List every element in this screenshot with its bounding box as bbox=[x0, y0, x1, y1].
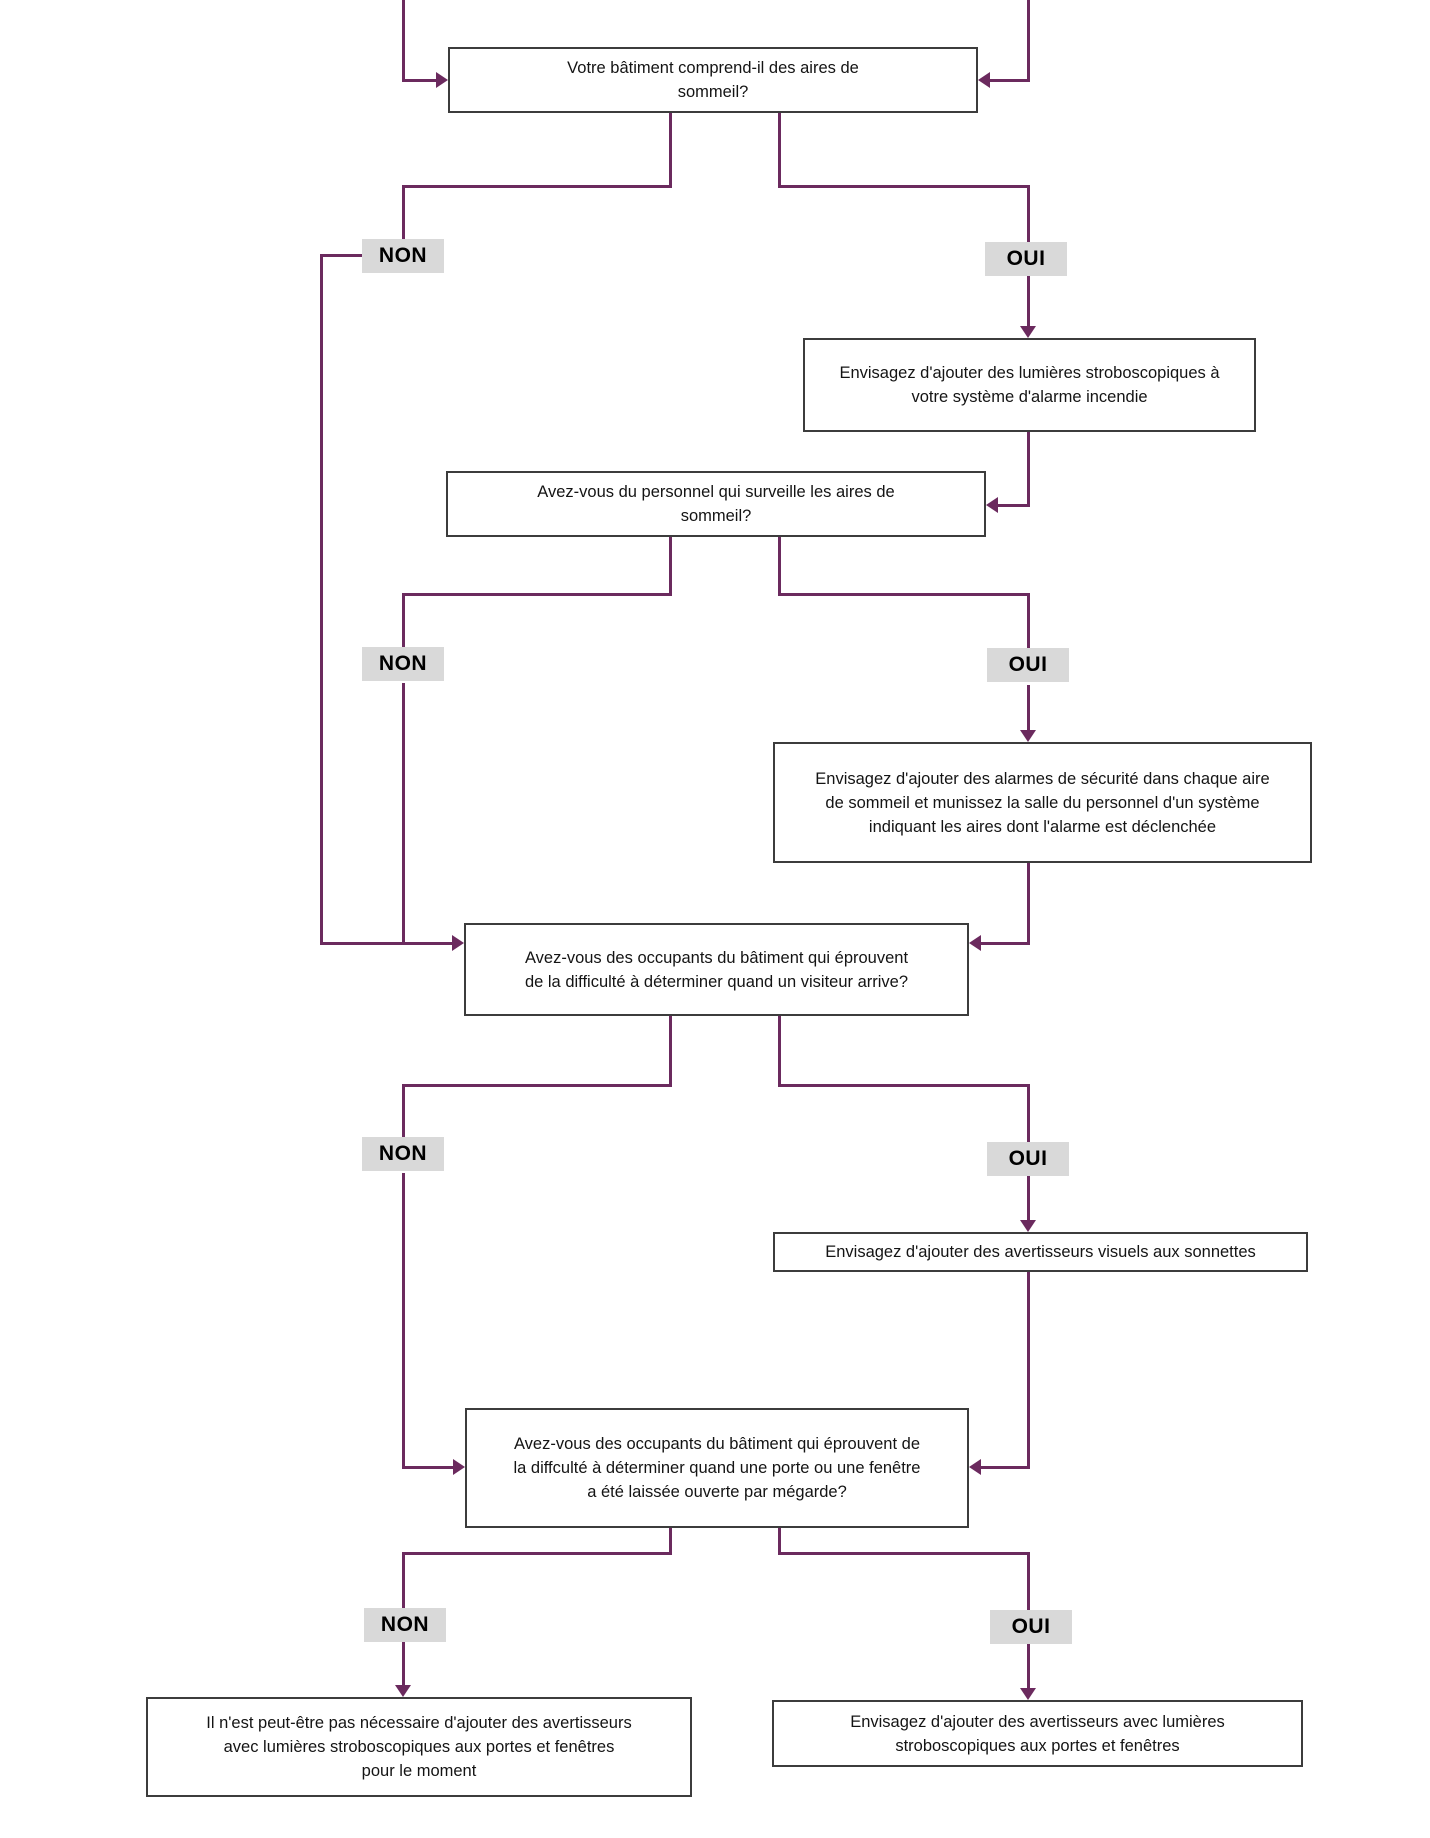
arrow-left-icon bbox=[969, 935, 981, 951]
connector-q3-drop-right bbox=[778, 1016, 781, 1086]
arrow-down-icon bbox=[1020, 1688, 1036, 1700]
connector-q3-elbow-left bbox=[402, 1084, 672, 1087]
branch-label-non-2: NON bbox=[362, 647, 444, 681]
connector-into-oui3 bbox=[1027, 1086, 1030, 1142]
connector-q2-elbow-right bbox=[778, 593, 1030, 596]
recommendation-box-strobe-fire-alarm: Envisagez d'ajouter des lumières strobos… bbox=[803, 338, 1256, 432]
connector-into-oui4 bbox=[1027, 1554, 1030, 1610]
arrow-left-icon bbox=[969, 1459, 981, 1475]
branch-label-non-4: NON bbox=[364, 1608, 446, 1642]
connector-into-q4-left bbox=[402, 1466, 453, 1469]
connector-q3-drop-left bbox=[669, 1016, 672, 1086]
arrow-left-icon bbox=[978, 72, 990, 88]
connector-into-non4 bbox=[402, 1554, 405, 1608]
connector-non1-exit bbox=[320, 254, 364, 257]
connector-q1-elbow-left bbox=[402, 185, 672, 188]
arrow-right-icon bbox=[453, 1459, 465, 1475]
connector-a3-down bbox=[1027, 1272, 1030, 1468]
connector-into-non3 bbox=[402, 1086, 405, 1137]
arrow-left-icon bbox=[986, 497, 998, 513]
connector-q4-elbow-right bbox=[778, 1552, 1030, 1555]
connector-top-left-incoming bbox=[402, 0, 405, 80]
branch-label-non-1: NON bbox=[362, 239, 444, 273]
connector-into-q4-right bbox=[981, 1466, 1030, 1469]
connector-q4-drop-right bbox=[778, 1528, 781, 1554]
connector-into-q3-right bbox=[981, 942, 1030, 945]
connector-non3-down bbox=[402, 1173, 405, 1468]
connector-oui3-to-a3 bbox=[1027, 1173, 1030, 1220]
arrow-right-icon bbox=[452, 935, 464, 951]
connector-q4-drop-left bbox=[669, 1528, 672, 1554]
connector-into-oui1 bbox=[1027, 186, 1030, 242]
connector-q2-elbow-left bbox=[402, 593, 672, 596]
connector-q1-drop-right bbox=[778, 113, 781, 186]
connector-oui2-to-a2 bbox=[1027, 685, 1030, 730]
arrow-down-icon bbox=[1020, 1220, 1036, 1232]
connector-q2-drop-right bbox=[778, 537, 781, 594]
connector-into-oui2 bbox=[1027, 594, 1030, 648]
connector-non2-down bbox=[402, 683, 405, 944]
recommendation-box-doorbell-visual-alerts: Envisagez d'ajouter des avertisseurs vis… bbox=[773, 1232, 1308, 1272]
result-box-not-necessary: Il n'est peut-être pas nécessaire d'ajou… bbox=[146, 1697, 692, 1797]
recommendation-box-security-alarms: Envisagez d'ajouter des alarmes de sécur… bbox=[773, 742, 1312, 863]
connector-into-non1 bbox=[402, 186, 405, 239]
connector-non4-to-result bbox=[402, 1640, 405, 1685]
branch-label-oui-2: OUI bbox=[987, 648, 1069, 682]
question-box-door-window-left-open: Avez-vous des occupants du bâtiment qui … bbox=[465, 1408, 969, 1528]
connector-q4-elbow-left bbox=[402, 1552, 672, 1555]
arrow-down-icon bbox=[1020, 730, 1036, 742]
result-box-add-strobe-door-window: Envisagez d'ajouter des avertisseurs ave… bbox=[772, 1700, 1303, 1767]
arrow-right-icon bbox=[436, 72, 448, 88]
arrow-down-icon bbox=[395, 1685, 411, 1697]
branch-label-non-3: NON bbox=[362, 1137, 444, 1171]
connector-non1-long-vertical bbox=[320, 255, 323, 944]
question-box-staff-monitoring: Avez-vous du personnel qui surveille les… bbox=[446, 471, 986, 537]
question-box-visitor-arrival: Avez-vous des occupants du bâtiment qui … bbox=[464, 923, 969, 1016]
connector-top-right-elbow bbox=[990, 79, 1030, 82]
connector-q1-drop-left bbox=[669, 113, 672, 186]
arrow-down-icon bbox=[1020, 326, 1036, 338]
connector-oui1-to-a1 bbox=[1027, 275, 1030, 326]
branch-label-oui-4: OUI bbox=[990, 1610, 1072, 1644]
connector-oui4-to-result bbox=[1027, 1642, 1030, 1688]
connector-into-q3-left bbox=[320, 942, 452, 945]
branch-label-oui-1: OUI bbox=[985, 242, 1067, 276]
connector-into-non2 bbox=[402, 594, 405, 647]
connector-a2-down bbox=[1027, 863, 1030, 944]
connector-a1-down bbox=[1027, 432, 1030, 506]
connector-q2-drop-left bbox=[669, 537, 672, 594]
connector-top-left-elbow bbox=[402, 79, 436, 82]
connector-into-q2-right bbox=[998, 504, 1030, 507]
connector-q3-elbow-right bbox=[778, 1084, 1030, 1087]
connector-top-right-incoming bbox=[1027, 0, 1030, 80]
branch-label-oui-3: OUI bbox=[987, 1142, 1069, 1176]
connector-q1-elbow-right bbox=[778, 185, 1030, 188]
question-box-sleeping-areas: Votre bâtiment comprend-il des aires de … bbox=[448, 47, 978, 113]
